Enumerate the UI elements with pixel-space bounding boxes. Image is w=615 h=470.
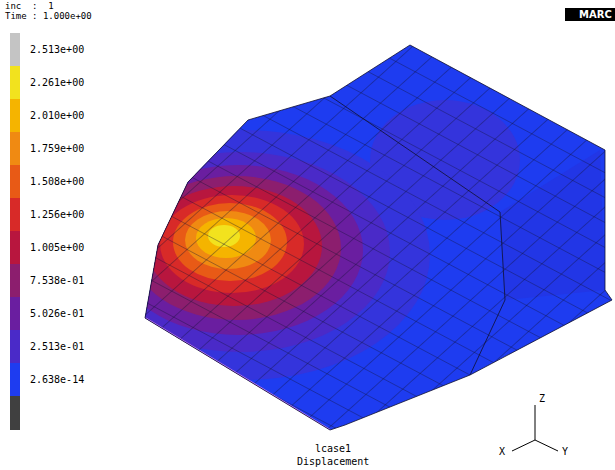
colorbar-value: 5.026e-01 (30, 308, 84, 319)
colorbar-value: 2.261e+00 (30, 77, 84, 88)
colorbar-value: 1.759e+00 (30, 143, 84, 154)
colorbar-value: 2.513e-01 (30, 341, 84, 352)
software-logo: MARC (565, 8, 615, 21)
colorbar-swatch (10, 330, 20, 363)
axis-triad (512, 405, 558, 451)
colorbar-swatch (10, 33, 20, 66)
colorbar-swatch (10, 264, 20, 297)
colorbar-value: 1.256e+00 (30, 209, 84, 220)
colorbar-value: 2.010e+00 (30, 110, 84, 121)
colorbar-value: 1.508e+00 (30, 176, 84, 187)
colorbar-swatch (10, 132, 20, 165)
mesh-body (60, 40, 615, 435)
colorbar-value: 7.538e-01 (30, 275, 84, 286)
colorbar-value: 1.005e+00 (30, 242, 84, 253)
colorbar-swatch (10, 231, 20, 264)
colorbar-swatch (10, 363, 20, 396)
colorbar-value: 2.513e+00 (30, 44, 84, 55)
plot-label: Displacement (297, 456, 369, 467)
colorbar-value: 2.638e-14 (30, 374, 84, 385)
plot-label: lcase1 (315, 443, 351, 454)
colorbar-swatch (10, 297, 20, 330)
colorbar-swatch (10, 198, 20, 231)
colorbar-bottom (10, 396, 20, 430)
plot-label: Z (539, 393, 545, 404)
plot-label: inc : 1 (5, 1, 54, 12)
plot-label: X (499, 446, 505, 457)
colorbar-swatch (10, 99, 20, 132)
colorbar-swatch (10, 165, 20, 198)
plot-label: Time : 1.000e+00 (5, 11, 92, 22)
colorbar-swatch (10, 66, 20, 99)
plot-label: Y (562, 446, 568, 457)
